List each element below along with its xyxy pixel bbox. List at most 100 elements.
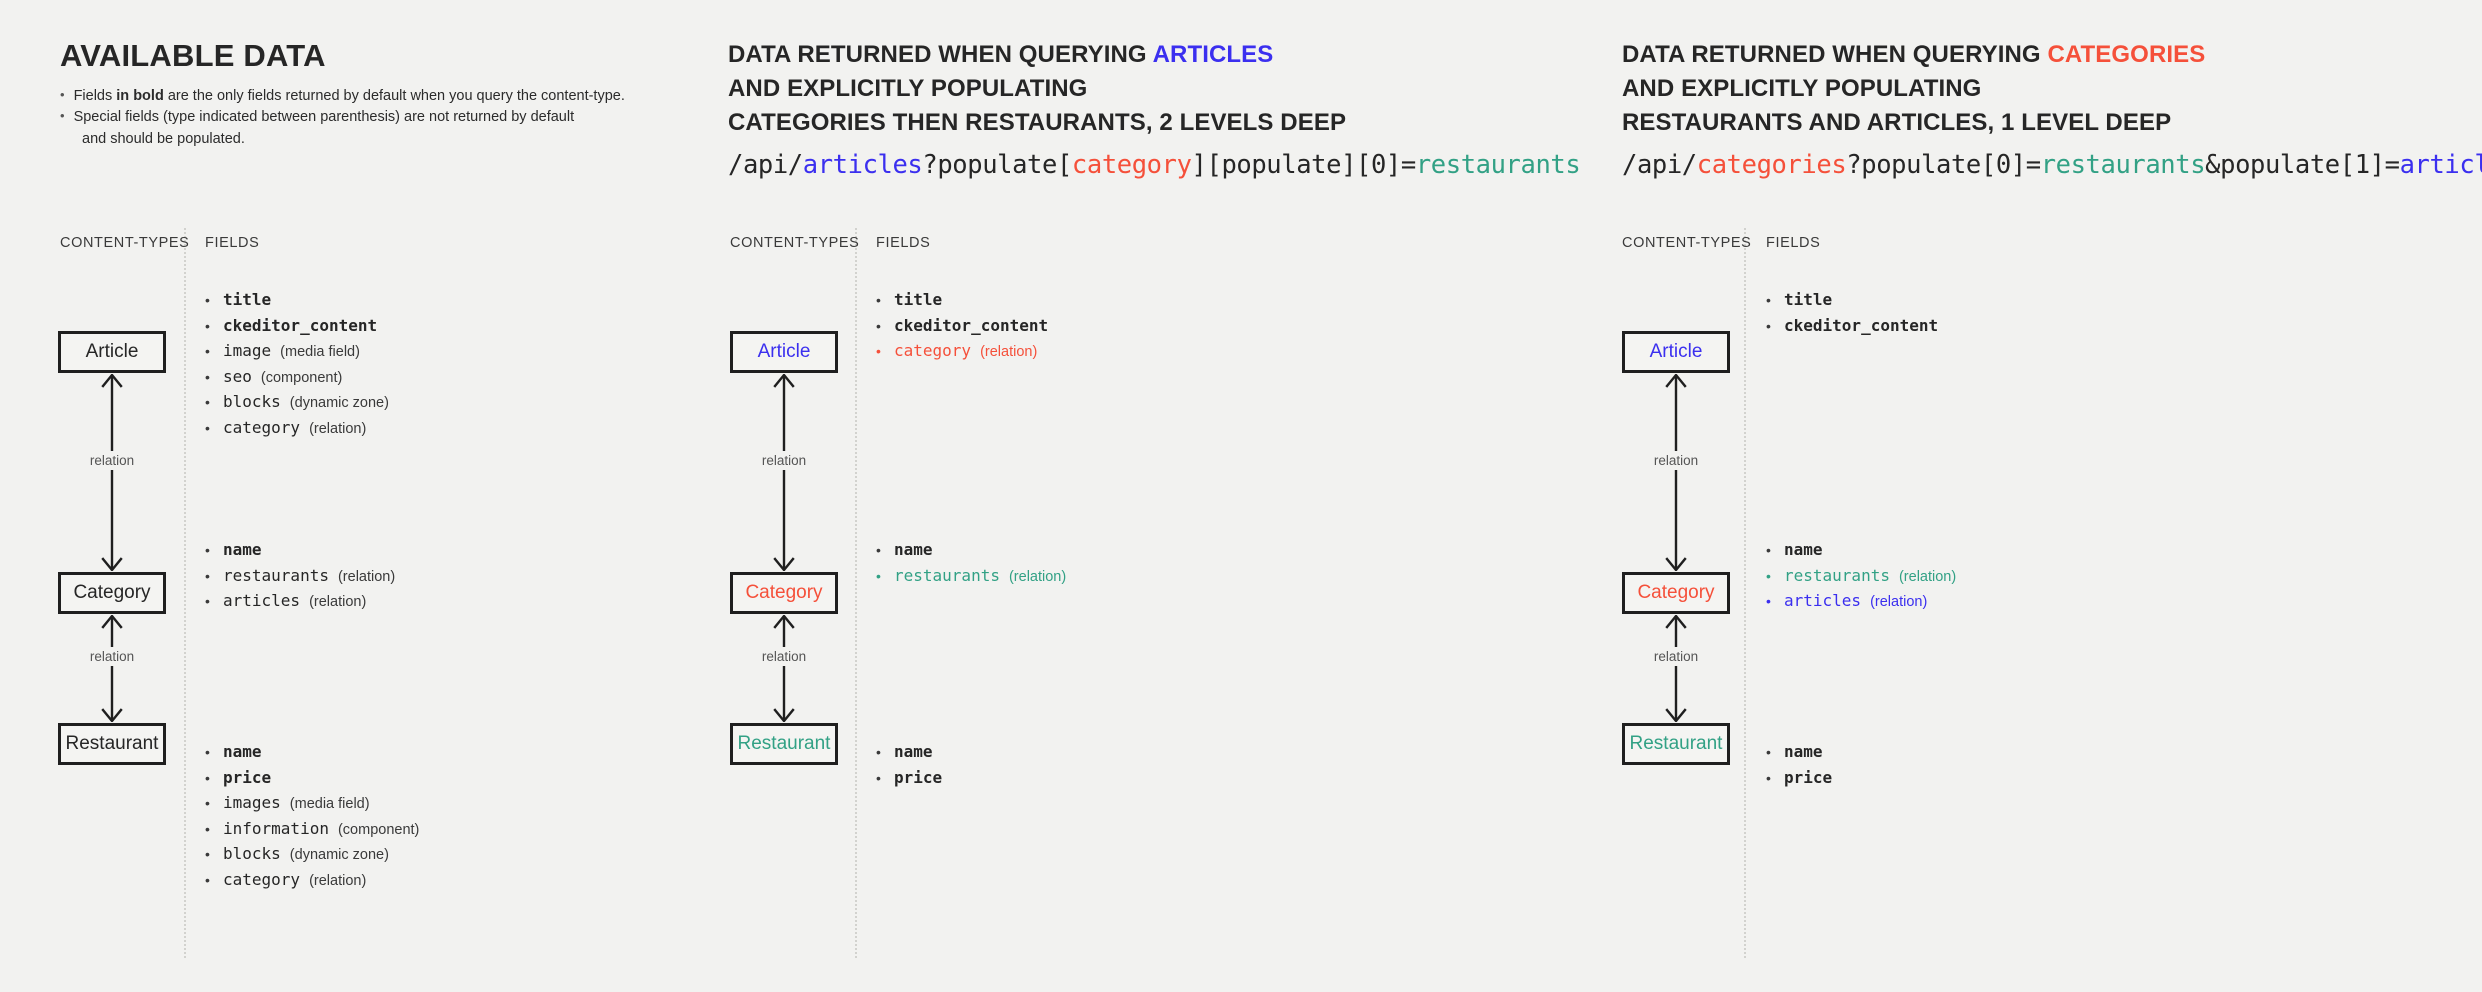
field-row: •information(component)	[205, 819, 419, 845]
field-type: (media field)	[289, 796, 370, 813]
field-list-category-3: •name•restaurants(relation)•articles(rel…	[1766, 540, 1956, 617]
bullet-icon: •	[876, 769, 881, 786]
field-list-restaurant-3: •name•price	[1766, 742, 1832, 793]
bullet-icon: •	[876, 744, 881, 760]
relation-arrow-3-b	[1661, 615, 1691, 722]
legend-note-continuation: and should be populated.	[82, 130, 245, 147]
field-row: •category(relation)	[205, 418, 389, 444]
field-name: information	[223, 818, 329, 838]
api-url-2: /api/articles?populate[category][populat…	[728, 150, 1581, 180]
field-row: • restaurants (relation)	[876, 566, 1066, 592]
field-row: •price	[876, 768, 942, 794]
field-type: (dynamic zone)	[289, 847, 389, 864]
node-label: Restaurant	[1629, 733, 1723, 754]
legend-note-text: Special fields (type indicated between p…	[73, 109, 575, 126]
relation-label-3-b: relation	[1648, 646, 1704, 666]
relation-label-1-a: relation	[84, 450, 140, 470]
field-type: (component)	[260, 369, 343, 386]
field-name: category	[223, 417, 301, 437]
field-list-article-1: •title• ckeditor_content •image(media fiel…	[205, 290, 389, 444]
bullet-icon: •	[876, 317, 881, 334]
field-row: • name	[1766, 540, 1956, 566]
node-article-1[interactable]: Article	[58, 331, 166, 373]
node-category-2[interactable]: Category	[730, 572, 838, 614]
field-name: images	[223, 793, 281, 813]
accent-categories: CATEGORIES	[2047, 41, 2206, 68]
node-restaurant-3[interactable]: Restaurant	[1622, 723, 1730, 765]
relation-arrow-1-b	[97, 615, 127, 722]
relation-arrow-1-a	[97, 374, 127, 571]
field-type: (relation)	[309, 872, 367, 889]
field-row: •ckeditor_content	[876, 316, 1048, 342]
bullet-icon: •	[876, 567, 881, 584]
field-row: •name	[876, 540, 1066, 566]
bullet-icon: •	[205, 820, 210, 837]
field-list-category-1: •name•restaurants(relation)•articles(rel…	[205, 540, 395, 617]
field-row: •title	[205, 290, 389, 316]
bullet-icon: •	[205, 593, 210, 610]
subheader-content-types-1: CONTENT-TYPES	[60, 235, 190, 251]
field-name: restaurants	[894, 565, 1000, 585]
relation-label-2-a: relation	[756, 450, 812, 470]
bullet-icon: •	[205, 542, 210, 558]
field-row: •ckeditor_content	[1766, 316, 1938, 342]
relation-label-3-a: relation	[1648, 450, 1704, 470]
field-type: (relation)	[1870, 594, 1928, 611]
field-name: ckeditor_content	[223, 315, 378, 335]
field-row: • ckeditor_content	[205, 316, 389, 342]
field-row: •name	[205, 540, 395, 566]
bullet-icon: •	[60, 108, 65, 124]
column-2-title: DATA RETURNED WHEN QUERYING ARTICLES AND…	[728, 38, 1346, 140]
api-token-0: /api/	[1622, 150, 1697, 180]
field-type: (relation)	[1008, 568, 1067, 585]
bullet-icon: •	[205, 317, 210, 334]
node-label: Restaurant	[737, 733, 831, 754]
field-type: (relation)	[309, 594, 367, 611]
node-article-3[interactable]: Article	[1622, 331, 1730, 373]
relation-label-2-b: relation	[756, 646, 812, 666]
field-name: title	[1784, 290, 1833, 309]
field-type: (media field)	[280, 344, 360, 361]
node-category-3[interactable]: Category	[1622, 572, 1730, 614]
legend-note: • Fields in bold are the only fields ret…	[60, 86, 640, 107]
bullet-icon: •	[60, 87, 65, 102]
field-name: price	[1784, 767, 1833, 787]
subheader-fields-1: FIELDS	[205, 235, 260, 251]
node-category-1[interactable]: Category	[58, 572, 166, 614]
column-3-title: DATA RETURNED WHEN QUERYING CATEGORIES A…	[1622, 38, 2205, 140]
field-name: name	[1784, 540, 1823, 559]
relation-label-1-b: relation	[84, 646, 140, 666]
field-row: •price	[1766, 768, 1832, 794]
field-name: name	[1784, 742, 1823, 761]
field-row: •image(media field)	[205, 341, 389, 367]
field-name: category	[223, 869, 301, 889]
field-name: name	[894, 540, 933, 559]
api-token-4: ][populate][0]=	[1191, 150, 1417, 180]
field-row: •category(relation)	[205, 870, 419, 896]
field-row: •restaurants(relation)	[1766, 566, 1956, 592]
bullet-icon: •	[1766, 292, 1771, 308]
api-token-5: articles	[2399, 150, 2482, 180]
node-restaurant-2[interactable]: Restaurant	[730, 723, 838, 765]
legend-notes: • Fields in bold are the only fields ret…	[60, 86, 640, 150]
field-type: (relation)	[309, 420, 367, 437]
bullet-icon: •	[1766, 542, 1771, 558]
page-title: AVAILABLE DATA	[60, 38, 326, 73]
node-label: Article	[1649, 341, 1703, 362]
bullet-icon: •	[205, 795, 210, 812]
field-type: (relation)	[980, 344, 1038, 361]
node-label: Category	[1637, 582, 1715, 603]
node-restaurant-1[interactable]: Restaurant	[58, 723, 166, 765]
column-divider-1	[184, 228, 186, 958]
api-token-1: categories	[1696, 150, 1847, 180]
subheader-content-types-3: CONTENT-TYPES	[1622, 235, 1752, 251]
api-token-3: restaurants	[2040, 150, 2206, 180]
field-name: ckeditor_content	[1784, 315, 1939, 335]
field-name: title	[894, 290, 943, 309]
node-article-2[interactable]: Article	[730, 331, 838, 373]
field-row: •blocks(dynamic zone)	[205, 844, 419, 870]
field-row: •price	[205, 768, 419, 794]
bullet-icon: •	[205, 567, 210, 584]
relation-arrow-2-a	[769, 374, 799, 571]
field-row: • images (media field)	[205, 793, 419, 819]
